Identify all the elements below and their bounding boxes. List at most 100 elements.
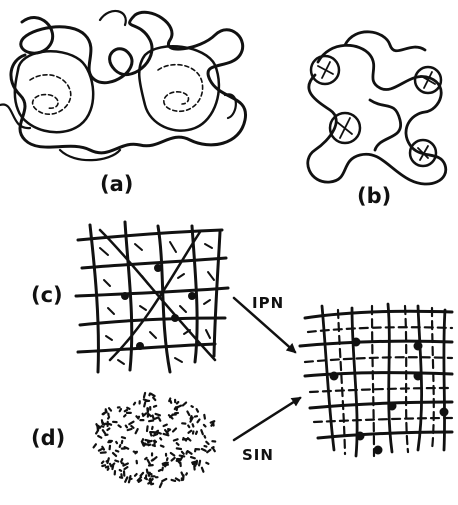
- monomer-speck: [191, 457, 195, 458]
- monomer-speck: [164, 425, 167, 426]
- monomer-speck: [183, 475, 184, 479]
- monomer-speck: [175, 407, 176, 409]
- monomer-speck: [205, 436, 206, 438]
- monomer-speck: [107, 429, 109, 431]
- monomer-speck: [135, 474, 137, 476]
- interpenetrating-network-result: [300, 304, 452, 456]
- monomer-speck: [148, 460, 150, 464]
- monomer-speck: [164, 434, 169, 435]
- monomer-speck: [180, 456, 185, 457]
- monomer-speck: [109, 408, 111, 410]
- monomer-speck: [171, 453, 175, 456]
- monomer-speck: [122, 463, 123, 464]
- monomer-speck: [201, 430, 203, 434]
- monomer-speck: [131, 426, 133, 428]
- monomer-speck: [126, 426, 127, 428]
- panel-a-label: (a): [100, 172, 133, 196]
- monomer-speck: [173, 429, 176, 432]
- monomer-speck: [116, 451, 118, 452]
- monomer-speck: [183, 403, 186, 406]
- monomer-speck: [148, 473, 151, 474]
- monomer-speck: [202, 449, 206, 451]
- monomer-speck: [149, 421, 153, 422]
- monomer-speck: [162, 468, 163, 471]
- monomer-speck: [109, 424, 112, 425]
- monomer-speck: [108, 469, 109, 470]
- monomer-speck: [144, 399, 149, 401]
- monomer-speck: [144, 393, 145, 397]
- panel-a-chain-entanglement: [0, 11, 246, 160]
- monomer-speck: [124, 415, 125, 416]
- monomer-speck: [186, 473, 187, 474]
- monomer-speck: [204, 415, 205, 419]
- monomer-speck: [197, 409, 198, 412]
- monomer-speck: [120, 409, 121, 411]
- monomer-speck: [189, 431, 192, 433]
- monomer-speck: [136, 429, 138, 433]
- monomer-speck: [103, 430, 106, 434]
- monomer-speck: [99, 448, 103, 450]
- monomer-speck: [102, 465, 105, 466]
- sin-arrow: [234, 398, 300, 440]
- monomer-speck: [196, 432, 197, 434]
- monomer-speck: [177, 443, 179, 445]
- monomer-speck: [94, 444, 96, 447]
- monomer-speck: [152, 460, 153, 461]
- monomer-speck: [171, 401, 172, 403]
- monomer-speck: [134, 403, 135, 405]
- monomer-speck: [160, 483, 162, 487]
- monomer-speck: [172, 458, 175, 461]
- monomer-speck: [153, 434, 157, 436]
- monomer-speck: [149, 414, 151, 416]
- monomer-speck: [120, 477, 122, 478]
- monomer-speck: [153, 416, 154, 419]
- monomer-speck: [198, 420, 200, 423]
- monomer-speck: [167, 458, 168, 460]
- monomer-speck: [176, 478, 180, 480]
- monomer-speck: [120, 445, 121, 447]
- monomer-speck: [161, 446, 164, 447]
- monomer-speck: [151, 394, 155, 396]
- monomer-speck: [213, 449, 214, 451]
- monomer-speck: [152, 427, 153, 429]
- monomer-speck: [102, 426, 104, 427]
- monomer-speck: [119, 425, 121, 427]
- monomer-speck: [127, 408, 129, 409]
- panel-b-microdomains: [308, 32, 446, 184]
- panel-c-label: (c): [31, 283, 63, 307]
- monomer-speck: [141, 473, 144, 476]
- monomer-speck: [177, 460, 180, 461]
- monomer-speck: [206, 442, 208, 444]
- monomer-speck: [115, 461, 118, 462]
- monomer-speck: [144, 403, 145, 407]
- panel-c-crosslinked-network: [76, 222, 228, 372]
- monomer-speck: [125, 477, 127, 481]
- monomer-speck: [204, 425, 206, 427]
- monomer-speck: [154, 441, 156, 442]
- monomer-speck: [182, 452, 184, 454]
- monomer-speck: [125, 467, 128, 469]
- monomer-speck: [188, 451, 192, 454]
- monomer-speck: [212, 447, 214, 448]
- monomer-speck: [177, 448, 181, 449]
- monomer-speck: [147, 426, 148, 431]
- monomer-speck: [172, 480, 176, 481]
- monomer-speck: [113, 453, 116, 456]
- monomer-speck: [145, 478, 147, 479]
- monomer-speck: [125, 410, 127, 411]
- monomer-speck: [192, 406, 193, 407]
- monomer-speck: [138, 417, 139, 419]
- monomer-speck: [151, 434, 152, 436]
- monomer-speck: [155, 417, 159, 419]
- monomer-speck: [102, 462, 104, 464]
- monomer-speck: [188, 426, 189, 428]
- panel-d-label: (d): [31, 426, 65, 450]
- monomer-speck: [147, 470, 148, 473]
- monomer-speck: [122, 441, 123, 443]
- monomer-speck: [154, 406, 156, 407]
- monomer-speck: [187, 412, 189, 416]
- monomer-speck: [183, 439, 188, 440]
- monomer-speck: [106, 467, 108, 468]
- monomer-speck: [128, 429, 132, 430]
